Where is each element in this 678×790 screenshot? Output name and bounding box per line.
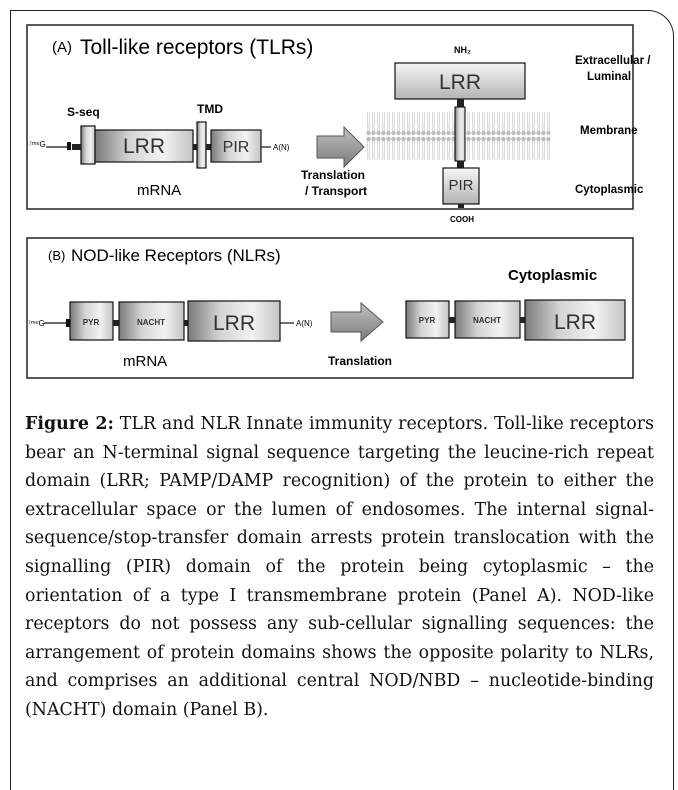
nlr-protein-lrr-box bbox=[524, 299, 626, 341]
nlr-translation-arrow bbox=[330, 301, 384, 343]
panel-b-label: (B) bbox=[48, 248, 65, 263]
nlr-mrna-nacht-box bbox=[118, 301, 185, 341]
tmd-label: TMD bbox=[197, 102, 223, 116]
nlr-mrna-cap: ⁷ᵐᵉG bbox=[28, 319, 45, 328]
receptor-diagram: (A) Toll-like receptors (TLRs) ⁷ᵐᵉG S-se… bbox=[26, 24, 651, 379]
figure-label: Figure 2: bbox=[25, 414, 114, 434]
mrna-cap: ⁷ᵐᵉG bbox=[29, 140, 46, 149]
panel-a-title: Toll-like receptors (TLRs) bbox=[80, 36, 313, 59]
nlr-protein-nacht-label: NACHT bbox=[473, 316, 501, 325]
arrow-label-1: Translation bbox=[301, 168, 365, 182]
panel-b-title: NOD-like Receptors (NLRs) bbox=[71, 246, 281, 265]
mrna-pir-box bbox=[210, 129, 262, 163]
cooh-label: COOH bbox=[450, 215, 474, 224]
loc-membrane: Membrane bbox=[580, 125, 638, 137]
sseq-label: S-seq bbox=[67, 105, 100, 119]
polya-tail: A(N) bbox=[273, 143, 290, 152]
loc-extracellular: Extracellular / bbox=[575, 55, 651, 67]
caption-text: TLR and NLR Innate immunity receptors. T… bbox=[25, 414, 655, 720]
protein-lrr-box bbox=[394, 62, 526, 100]
figure-caption: Figure 2: TLR and NLR Innate immunity re… bbox=[25, 410, 654, 725]
cap-marker bbox=[67, 142, 71, 150]
nlr-arrow-label: Translation bbox=[328, 354, 392, 368]
loc-cytoplasmic: Cytoplasmic bbox=[575, 184, 644, 196]
tmd-box bbox=[196, 121, 207, 169]
panel-b-cytoplasmic: Cytoplasmic bbox=[508, 267, 597, 284]
mrna-lrr-box bbox=[94, 129, 194, 163]
nlr-polya-tail: A(N) bbox=[296, 319, 313, 328]
figure-frame bbox=[10, 10, 674, 790]
panel-a-label: (A) bbox=[52, 39, 72, 56]
loc-luminal: Luminal bbox=[587, 71, 631, 83]
mrna-pir-label: PIR bbox=[223, 139, 250, 156]
protein-pir-label: PIR bbox=[448, 177, 473, 194]
nlr-mrna-lrr-label: LRR bbox=[213, 312, 255, 335]
panel-b: (B) NOD-like Receptors (NLRs) Cytoplasmi… bbox=[26, 237, 634, 379]
translation-arrow bbox=[316, 125, 365, 169]
nlr-protein-lrr-label: LRR bbox=[554, 311, 596, 334]
nlr-mrna-pyr-label: PYR bbox=[83, 318, 100, 327]
protein-lrr-label: LRR bbox=[439, 71, 481, 94]
panel-a: (A) Toll-like receptors (TLRs) ⁷ᵐᵉG S-se… bbox=[26, 24, 651, 224]
sseq-box bbox=[80, 125, 96, 165]
nlr-mrna-pyr-box bbox=[69, 301, 114, 341]
nlr-mrna-lrr-box bbox=[187, 300, 281, 342]
protein-tmd bbox=[454, 106, 466, 162]
nlr-mrna-nacht-label: NACHT bbox=[137, 318, 165, 327]
nh2-label: NH₂ bbox=[454, 45, 471, 55]
arrow-label-2: / Transport bbox=[305, 184, 367, 198]
nlr-protein-pyr-label: PYR bbox=[419, 316, 436, 325]
mrna-label: mRNA bbox=[137, 182, 181, 199]
nlr-protein-nacht-box bbox=[454, 300, 521, 339]
mrna-lrr-label: LRR bbox=[123, 135, 165, 158]
nlr-mrna-label: mRNA bbox=[123, 353, 167, 370]
